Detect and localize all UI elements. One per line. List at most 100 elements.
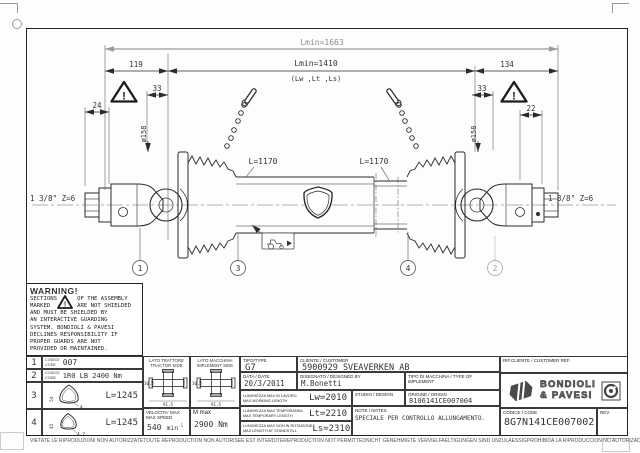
item-2-label-it: CODICE: [45, 371, 60, 376]
brand-line1: BONDIOLI: [539, 378, 597, 390]
item-3-value: L=1245: [105, 390, 138, 401]
tube-left-label: L=1170: [249, 157, 278, 166]
telescoping-tubes: [236, 173, 407, 237]
corner-mark-top-right: [612, 3, 629, 13]
punch-hole: [12, 19, 22, 29]
ls-label-it: LUNGHEZZA MAX NON IN ROTAZIONE: [243, 424, 313, 429]
svg-text:4.2: 4.2: [77, 431, 85, 436]
item-2-cell: CODICE CODE 1R0 LB 2400 Nm: [42, 369, 143, 382]
journal-cross-icon: 30.2 91,5: [192, 368, 236, 407]
balloon-3: 3: [230, 260, 246, 276]
reproduction-notice: VIETATE LE RIPRODUZIONI NON AUTORIZZATE …: [30, 438, 640, 444]
dia-right-label: ø158: [470, 126, 478, 143]
balloon-2: 2: [487, 260, 503, 276]
lt-label-it: LUNGHEZZA MAX TEMPORANEA: [243, 409, 303, 414]
date-value: 20/3/2011: [244, 379, 285, 389]
customer-ref-label: RIF.CLIENTE / CUSTOMER REF.: [503, 358, 571, 363]
spline-right-label: 1 3/8" Z=6: [548, 194, 594, 203]
dim-24-label: 24: [92, 101, 102, 110]
origin-cell: ORIGINE / ORIGIN 8106141CE007004: [405, 390, 500, 406]
lt-cell: LUNGHEZZA MAX TEMPORANEA MAX TEMPORARY L…: [240, 406, 352, 421]
balloon-4: 4: [400, 260, 416, 276]
max-speed-cell: VELOCITA' MAX MAX SPEED 540 min-1: [143, 408, 190, 436]
svg-text:2: 2: [493, 264, 498, 273]
warning-line: SECTIONS OF THE ASSEMBLY: [30, 296, 128, 302]
warning-line: SYSTEM. BONDIOLI & PAVESI: [30, 324, 115, 331]
item-4-number: 4: [26, 409, 42, 436]
item-1-label-it: CODICE: [45, 358, 60, 363]
revision-cell: REV.: [597, 408, 628, 436]
warning-line: MARKED ARE NOT SHIELDED: [30, 303, 132, 310]
left-joint-assembly: [84, 88, 257, 259]
brand-line2: & PAVESI: [539, 389, 593, 401]
origin-value: 8106141CE007004: [409, 397, 473, 406]
notice-fr: TOUTE REPRODUCTION NON AUTORISEE EST INT…: [143, 438, 284, 444]
item-2-number: 2: [26, 369, 42, 382]
svg-text:!: !: [512, 91, 516, 103]
warning-triangle-icon: !: [57, 295, 73, 309]
date-cell: DATA / DATE 20/3/2011: [240, 372, 297, 390]
svg-text:!: !: [64, 302, 66, 309]
dim-33-left-label: 33: [152, 84, 161, 93]
date-label: DATA / DATE: [243, 374, 270, 379]
balloon-leaders: [139, 228, 496, 260]
balloon-1: 1: [132, 260, 148, 276]
item-3-number: 3: [26, 382, 42, 409]
extension-lines: [84, 45, 559, 240]
code-value: 8G7N141CE007002: [504, 417, 595, 429]
tractor-side-label-it: LATO TRATTORE: [149, 358, 184, 363]
customer-value: 5900929 SVEAVERKEN AB: [302, 363, 410, 372]
lw-cell: LUNGHEZZA MAX IN LAVORO MAX WORKING LENG…: [240, 390, 352, 406]
ls-label-en: MAX LENGTH AT STANDSTILL: [243, 429, 297, 433]
designed-by-label: DISEGNATO / DESIGNED BY: [300, 374, 361, 379]
warning-triangle-right: !: [500, 80, 528, 103]
warning-line: PROVIDED OR MAINTAINED.: [30, 346, 108, 353]
item-1-label-en: CODE: [45, 362, 56, 367]
implement-type-label: TIPO DI MACCHINA / TYPE OF IMPLEMENT: [408, 374, 473, 385]
implement-type-cell: TIPO DI MACCHINA / TYPE OF IMPLEMENT: [405, 372, 500, 390]
code-label: CODICE / CODE: [503, 410, 538, 415]
dim-33-right-label: 33: [477, 84, 486, 93]
tractor-side-label-en: TRACTOR SIDE: [150, 363, 183, 369]
lt-value: Lt=2210: [309, 408, 347, 419]
journal-cross-icon: 30.2 91,5: [144, 368, 188, 407]
tractor-side-cell: LATO TRATTORE TRACTOR SIDE 30.2 91,5: [143, 356, 190, 408]
notice-de: NICHT GENEHMIGTE VERVIELFAELTIGUNGEN SIN…: [366, 438, 527, 444]
dia-left-label: ø158: [140, 126, 148, 143]
origin-label: ORIGINE / ORIGIN: [408, 392, 447, 397]
warning-triangle-left: !: [110, 80, 138, 103]
svg-text:30.2: 30.2: [144, 381, 155, 386]
studio-cell: STUDIO / DESIGN: [352, 390, 405, 406]
studio-label: STUDIO / DESIGN: [355, 392, 394, 397]
corner-mark-top-left: [0, 3, 18, 13]
item-3-cell: 54 4 L=1245: [42, 382, 143, 409]
hexagon-logo-icon: [509, 380, 533, 401]
warning-line: AN INTERACTIVE GUARDING: [30, 317, 108, 324]
item-2-label-en: CODE: [45, 375, 56, 380]
corner-mark-bottom-right: [602, 438, 630, 452]
round-logo-icon: [601, 381, 621, 400]
max-speed-label-en: MAX SPEED: [146, 415, 173, 421]
svg-text:30.2: 30.2: [192, 381, 203, 386]
type-label: TIPO/TYPE: [243, 358, 267, 363]
item-4-cell: 45 4.2 L=1245: [42, 409, 143, 436]
implement-side-cell: LATO MACCHINA IMPLEMENT SIDE 30.2 91,5: [190, 356, 240, 408]
svg-text:!: !: [122, 91, 126, 103]
dim-overall-label: Lmin=1663: [300, 38, 344, 47]
warning-line: AND MUST BE SHIELDED BY: [30, 310, 108, 317]
dim-134-label: 134: [500, 60, 514, 69]
dim-119-label: 119: [129, 60, 143, 69]
right-joint-assembly: [389, 91, 558, 258]
dim-working-label: Lmin=1410: [294, 59, 338, 68]
warning-line: PROPER GUARDS ARE NOT: [30, 338, 101, 345]
ls-cell: LUNGHEZZA MAX NON IN ROTAZIONE MAX LENGT…: [240, 421, 352, 436]
designed-by-value: M.Bonetti: [301, 379, 342, 389]
item-1-cell: CODICE CODE 007: [42, 356, 143, 369]
max-torque-value: 2900 Nm: [194, 420, 228, 430]
tube-right-label: L=1170: [360, 157, 389, 166]
ls-value: Ls=2310: [312, 423, 351, 434]
warning-line: DECLINES RESPONSIBILITY IF: [30, 331, 118, 338]
svg-text:45: 45: [49, 423, 55, 429]
svg-text:4: 4: [406, 264, 411, 273]
lw-label-en: MAX WORKING LENGTH: [243, 398, 288, 403]
